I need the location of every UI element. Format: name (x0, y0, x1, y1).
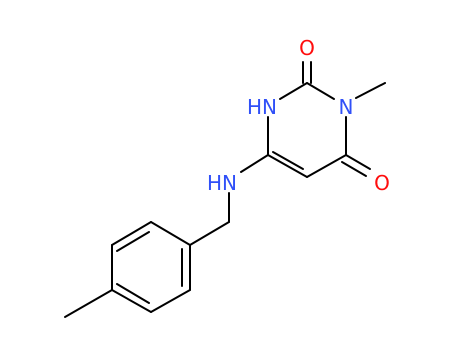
atom-nh-ring: HN (247, 95, 277, 119)
bond-c6-nh (240, 154, 269, 173)
atom-n-ring: N (339, 95, 354, 119)
atom-labels: O N HN O HN (207, 36, 390, 195)
bond-c4-o-2 (341, 161, 367, 177)
bond-c4-c5 (306, 154, 347, 178)
bond-c4-o-1 (345, 154, 371, 170)
atom-o-top: O (299, 36, 315, 60)
bond-c5-c6-2 (272, 151, 304, 170)
ring-bond-6 (150, 221, 191, 246)
ring-bond-3 (111, 289, 152, 313)
ring-bond-3-inner (116, 283, 150, 304)
atom-o-right: O (374, 171, 390, 195)
ring-bond-5-inner (116, 231, 150, 252)
bond-c2-n1 (279, 82, 308, 100)
atom-nh-amine: HN (207, 171, 237, 195)
bond-n3-methyl (355, 82, 386, 99)
bond-c2-n3 (306, 82, 335, 100)
ring-bond-5 (111, 221, 152, 246)
bond-c5-c6-1 (267, 154, 308, 178)
bond-ch2-ring (189, 221, 230, 246)
bonds (64, 61, 386, 318)
ring-bond-2 (150, 289, 191, 313)
bond-ring-methyl (64, 289, 113, 318)
